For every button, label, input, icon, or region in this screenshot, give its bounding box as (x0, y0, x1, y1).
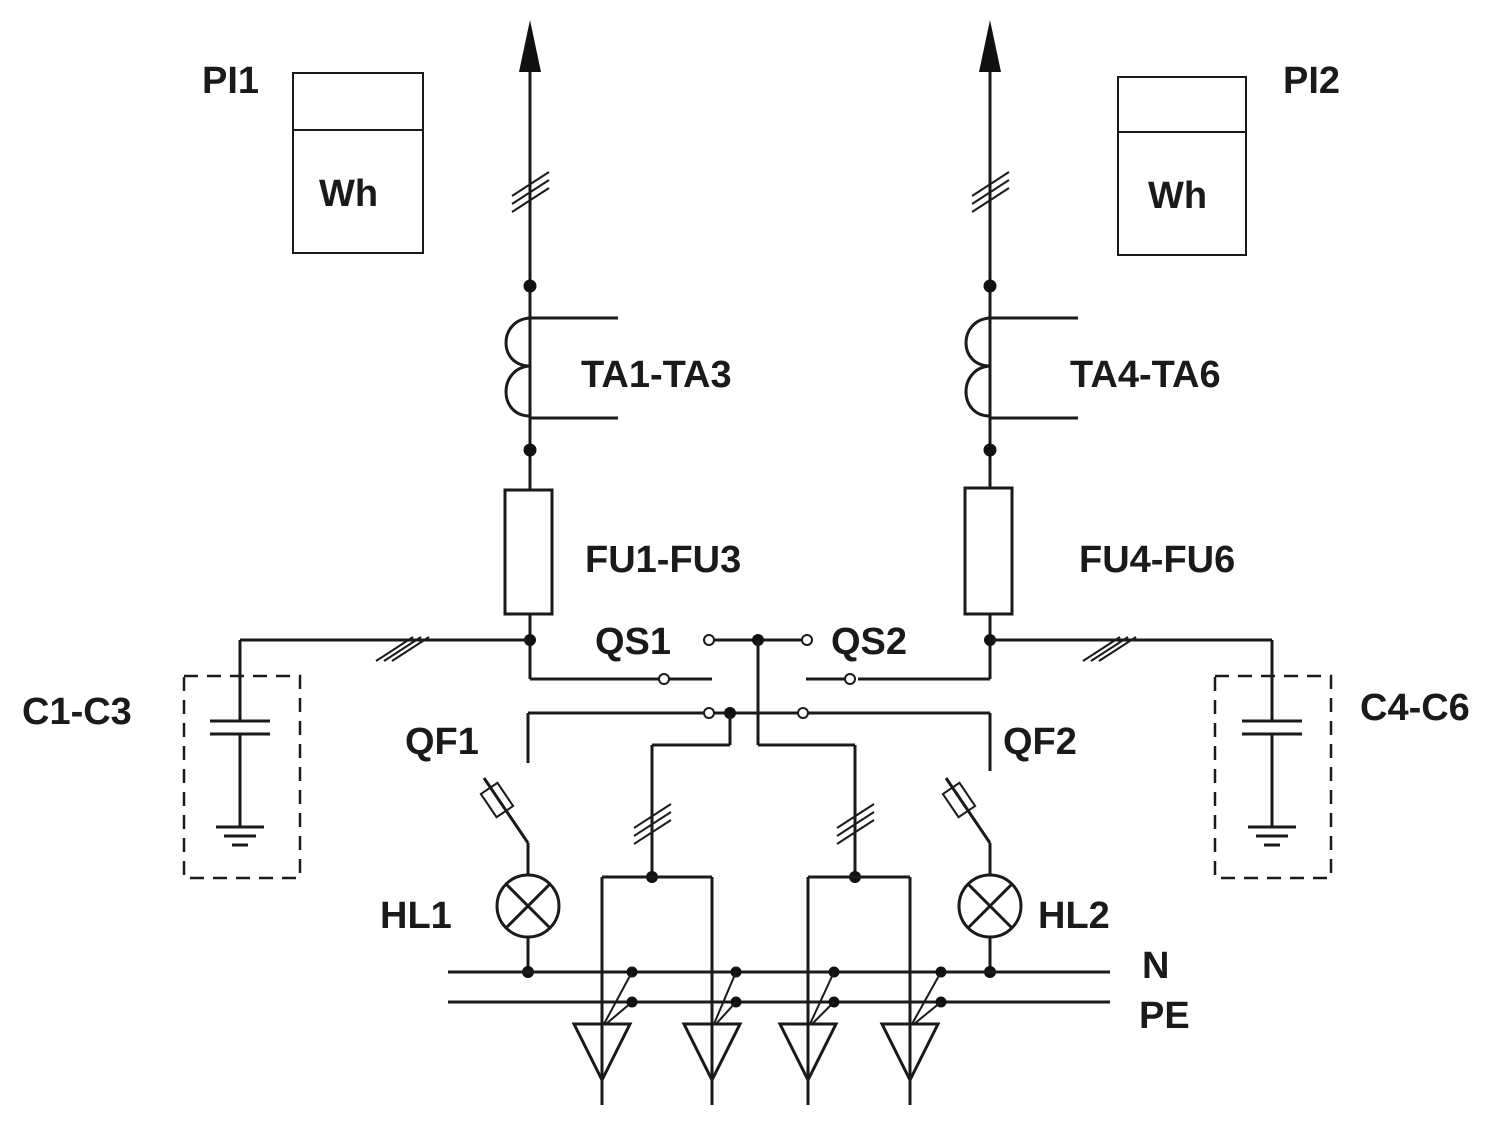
outgoing-group-right (806, 871, 912, 1105)
label-ta-left: TA1-TA3 (581, 354, 732, 396)
label-qf2: QF2 (1003, 721, 1077, 763)
label-fu-left: FU1-FU3 (585, 539, 741, 581)
consumer-4 (879, 966, 947, 1084)
lamp-hl1 (495, 873, 561, 978)
label-qs2: QS2 (831, 621, 907, 663)
capacitor-bank-right (990, 636, 1333, 880)
outgoing-group-left (600, 871, 714, 1105)
meter-pi1-unit: Wh (319, 173, 378, 215)
label-qs1: QS1 (595, 621, 671, 663)
meter-pi2 (1117, 76, 1247, 256)
consumer-1 (571, 966, 638, 1084)
label-qf1: QF1 (405, 721, 479, 763)
label-c-right: C4-C6 (1360, 687, 1470, 729)
right-arrow-icon (979, 20, 1001, 72)
lamp-hl2 (957, 873, 1023, 978)
label-c-left: C1-C3 (22, 691, 132, 733)
left-feeder (503, 20, 660, 681)
fuse-left (503, 488, 554, 616)
switch-qs2 (806, 673, 856, 685)
left-arrow-icon (519, 20, 541, 72)
label-pe-bus: PE (1139, 995, 1190, 1037)
label-fu-right: FU4-FU6 (1079, 539, 1235, 581)
consumer-2 (681, 966, 743, 1084)
breaker-qf1 (479, 777, 530, 874)
label-n-bus: N (1142, 945, 1169, 987)
switch-qs1 (658, 673, 712, 685)
label-ta-right: TA4-TA6 (1070, 354, 1221, 396)
consumer-3 (777, 966, 840, 1084)
label-pi1: PI1 (202, 60, 259, 102)
fuse-right (963, 486, 1014, 616)
label-pi2: PI2 (1283, 60, 1340, 102)
label-hl2: HL2 (1038, 895, 1110, 937)
meter-pi1 (292, 72, 424, 254)
qf-rail (526, 707, 992, 877)
capacitor-bank-left (182, 636, 530, 880)
label-hl1: HL1 (380, 895, 452, 937)
ct-right-coil (964, 316, 991, 368)
ct-left-coil (504, 316, 531, 368)
meter-pi2-unit: Wh (1148, 175, 1207, 217)
right-feeder (858, 20, 1078, 681)
tie-busbar (703, 634, 875, 877)
breaker-qf2 (941, 777, 992, 874)
